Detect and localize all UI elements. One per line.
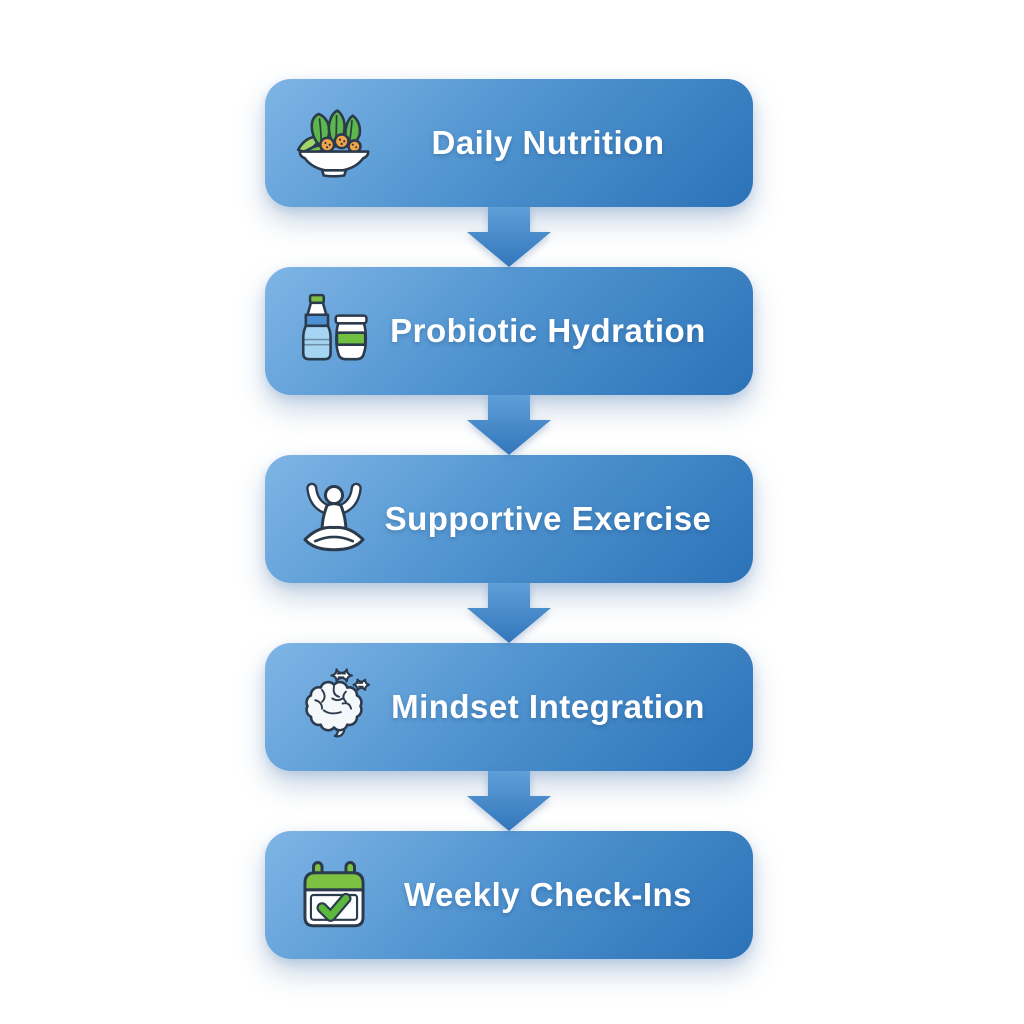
step-box-daily-nutrition: Daily Nutrition: [265, 79, 753, 207]
step-label-supportive-exercise: Supportive Exercise: [384, 500, 712, 537]
wellness-flowchart: Daily Nutrition Probiotic Hydration: [265, 79, 753, 959]
down-arrow-icon: [265, 771, 753, 831]
step-label-weekly-check-ins: Weekly Check-Ins: [403, 876, 693, 913]
down-arrow-icon: [265, 207, 753, 267]
step-box-weekly-check-ins: Weekly Check-Ins: [265, 831, 753, 959]
step-box-mindset-integration: Mindset Integration: [265, 643, 753, 771]
calendar-check-icon: [293, 849, 375, 941]
down-arrow-icon: [265, 583, 753, 643]
step-label-probiotic-hydration: Probiotic Hydration: [390, 312, 706, 349]
step-box-probiotic-hydration: Probiotic Hydration: [265, 267, 753, 395]
down-arrow-icon: [265, 395, 753, 455]
water-bottle-and-jar-icon: [293, 285, 375, 377]
brain-thought-icon: [293, 661, 375, 753]
step-label-mindset-integration: Mindset Integration: [391, 688, 705, 725]
salad-bowl-icon: [293, 97, 375, 189]
step-label-daily-nutrition: Daily Nutrition: [431, 124, 665, 161]
yoga-person-icon: [293, 473, 375, 565]
step-box-supportive-exercise: Supportive Exercise: [265, 455, 753, 583]
